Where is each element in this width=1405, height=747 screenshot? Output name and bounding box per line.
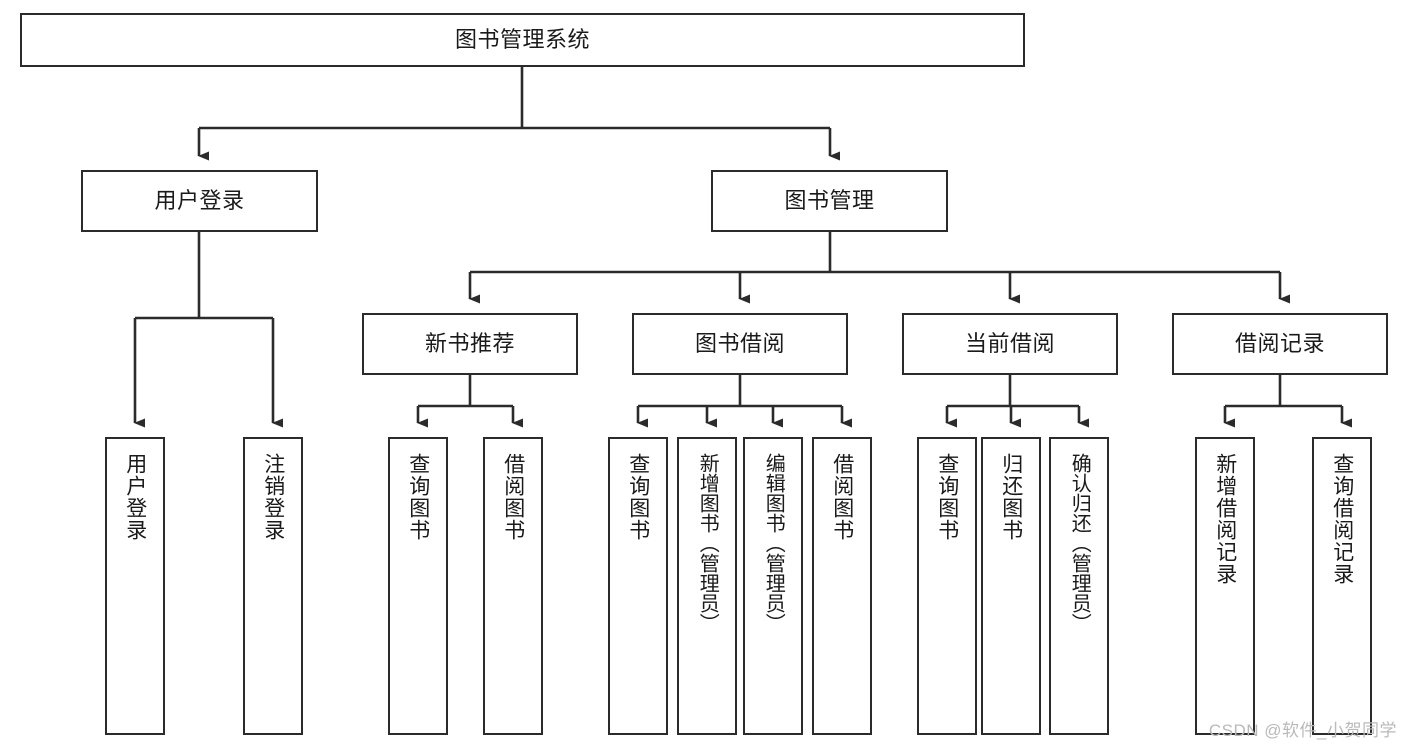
leaf-query-book-current[interactable]: 查询图书 bbox=[917, 437, 977, 735]
leaf-add-borrow-record[interactable]: 新增借阅记录 bbox=[1195, 437, 1255, 735]
node-label: 注销登录 bbox=[261, 453, 285, 541]
node-label: 借阅图书 bbox=[501, 453, 525, 541]
node-label: 借阅记录 bbox=[1234, 330, 1325, 356]
leaf-query-borrow-record[interactable]: 查询借阅记录 bbox=[1312, 437, 1372, 735]
node-book-management[interactable]: 图书管理 bbox=[711, 170, 948, 232]
leaf-confirm-return-admin[interactable]: 确认归还（管理员） bbox=[1049, 437, 1109, 735]
leaf-borrow-book-recommend[interactable]: 借阅图书 bbox=[483, 437, 543, 735]
node-label: 新书推荐 bbox=[424, 330, 515, 356]
node-current-borrow[interactable]: 当前借阅 bbox=[902, 313, 1118, 375]
leaf-return-book[interactable]: 归还图书 bbox=[981, 437, 1041, 735]
node-label: 图书借阅 bbox=[694, 330, 785, 356]
node-label: 图书管理 bbox=[784, 187, 875, 213]
leaf-borrow-book[interactable]: 借阅图书 bbox=[812, 437, 872, 735]
node-label: 图书管理系统 bbox=[454, 26, 590, 52]
leaf-add-book-admin[interactable]: 新增图书（管理员） bbox=[677, 437, 737, 735]
node-label: 借阅图书 bbox=[830, 453, 854, 541]
node-label: 查询图书 bbox=[626, 453, 650, 541]
node-label: 查询图书 bbox=[406, 453, 430, 541]
node-root-book-management-system[interactable]: 图书管理系统 bbox=[20, 13, 1025, 67]
node-label: 用户登录 bbox=[154, 187, 245, 213]
node-label: 新增图书（管理员） bbox=[696, 453, 719, 633]
leaf-logout[interactable]: 注销登录 bbox=[243, 437, 303, 735]
node-label: 查询借阅记录 bbox=[1330, 453, 1354, 585]
leaf-query-book-borrow[interactable]: 查询图书 bbox=[608, 437, 668, 735]
node-label: 编辑图书（管理员） bbox=[762, 453, 785, 633]
node-label: 查询图书 bbox=[935, 453, 959, 541]
node-new-book-recommend[interactable]: 新书推荐 bbox=[362, 313, 578, 375]
node-user-login[interactable]: 用户登录 bbox=[81, 170, 318, 232]
watermark-text: CSDN @软件_小贺同学 bbox=[1208, 721, 1397, 740]
node-borrow-record[interactable]: 借阅记录 bbox=[1172, 313, 1388, 375]
node-label: 确认归还（管理员） bbox=[1068, 453, 1091, 633]
node-label: 新增借阅记录 bbox=[1213, 453, 1237, 585]
leaf-query-book-recommend[interactable]: 查询图书 bbox=[388, 437, 448, 735]
node-book-borrow[interactable]: 图书借阅 bbox=[632, 313, 848, 375]
node-label: 用户登录 bbox=[123, 453, 147, 541]
node-label: 当前借阅 bbox=[964, 330, 1055, 356]
leaf-user-login[interactable]: 用户登录 bbox=[105, 437, 165, 735]
leaf-edit-book-admin[interactable]: 编辑图书（管理员） bbox=[743, 437, 803, 735]
node-label: 归还图书 bbox=[999, 453, 1023, 541]
